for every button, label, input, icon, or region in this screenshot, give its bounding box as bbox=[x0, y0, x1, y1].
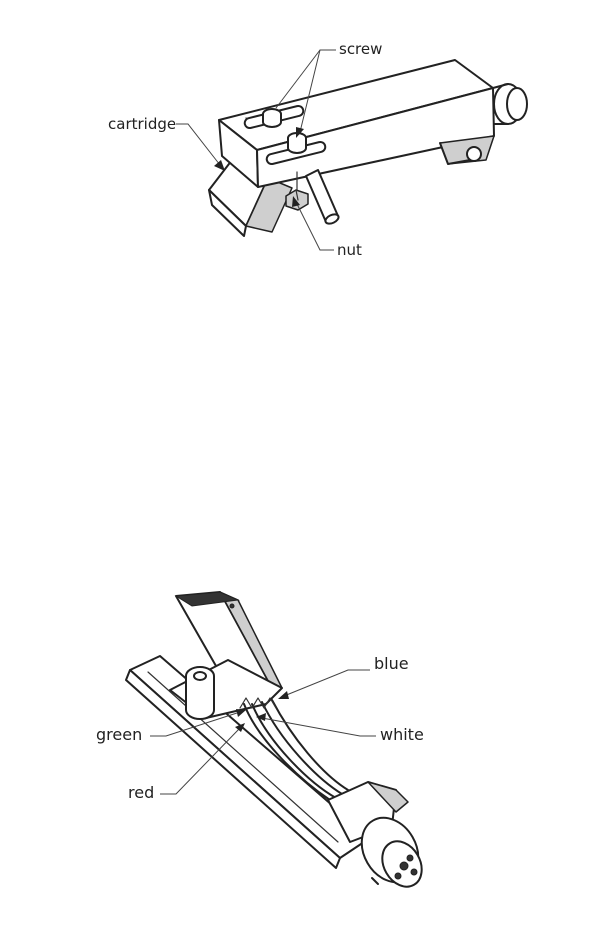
leader-cartridge bbox=[176, 124, 225, 171]
label-cartridge: cartridge bbox=[108, 115, 176, 133]
label-red: red bbox=[128, 783, 154, 802]
screw-head-rear bbox=[263, 109, 281, 127]
headshell-mount-diagram: screw cartridge nut bbox=[108, 40, 527, 259]
label-nut: nut bbox=[337, 241, 362, 259]
headshell-plug bbox=[493, 84, 527, 124]
leader-blue bbox=[278, 670, 370, 699]
label-blue: blue bbox=[374, 654, 409, 673]
headshell-wiring-diagram: blue white green red bbox=[96, 592, 430, 894]
label-green: green bbox=[96, 725, 142, 744]
label-white: white bbox=[380, 725, 424, 744]
stylus-pin bbox=[306, 170, 340, 226]
label-screw: screw bbox=[339, 40, 382, 58]
mounting-post bbox=[186, 667, 214, 719]
